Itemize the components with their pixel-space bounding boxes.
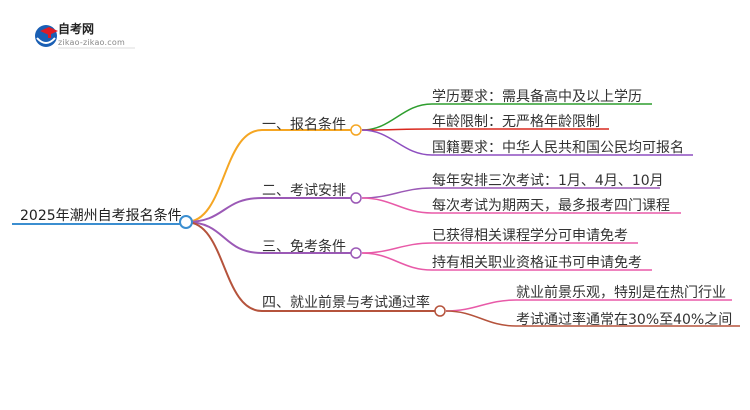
leaf-connector: [361, 197, 433, 214]
branch-connector: [185, 197, 263, 223]
branch-node-circle: [350, 192, 362, 204]
root-node-circle: [179, 215, 193, 229]
leaf-connector: [361, 187, 433, 199]
leaf-connector: [361, 252, 433, 271]
leaf-label: 就业前景乐观，特别是在热门行业: [516, 285, 726, 301]
branch-node-circle: [350, 124, 362, 136]
leaf-label: 年龄限制：无严格年龄限制: [432, 114, 600, 130]
leaf-label: 国籍要求：中华人民共和国公民均可报名: [432, 140, 684, 156]
branch-label: 一、报名条件: [262, 117, 346, 133]
leaf-label: 持有相关职业资格证书可申请免考: [432, 255, 642, 271]
graduation-cap-icon: [35, 25, 58, 47]
leaf-label: 已获得相关课程学分可申请免考: [432, 228, 628, 244]
leaf-connector: [361, 129, 433, 156]
branch-label: 四、就业前景与考试通过率: [262, 295, 430, 311]
leaf-label: 每年安排三次考试：1月、4月、10月: [432, 173, 664, 189]
leaf-connector: [445, 310, 517, 327]
logo-title: 自考网: [58, 22, 95, 36]
branch-connector: [185, 221, 263, 254]
branch-node-circle: [350, 247, 362, 259]
leaf-connector: [361, 103, 433, 131]
branch-node-circle: [434, 305, 446, 317]
branch-connector: [185, 221, 263, 312]
leaf-label: 考试通过率通常在30%至40%之间: [516, 312, 733, 328]
logo-subtitle: zikao-zikao.com: [58, 38, 125, 47]
branch-label: 三、免考条件: [262, 239, 346, 255]
leaf-connector: [445, 299, 517, 312]
branch-connector: [185, 129, 263, 223]
connector-lines: [12, 103, 740, 327]
root-node-label: 2025年潮州自考报名条件: [20, 208, 182, 224]
leaf-label: 每次考试为期两天，最多报考四门课程: [432, 198, 670, 214]
leaf-label: 学历要求：需具备高中及以上学历: [432, 89, 642, 105]
branch-label: 二、考试安排: [262, 183, 346, 199]
leaf-connector: [361, 242, 433, 254]
node-markers: [179, 124, 446, 317]
